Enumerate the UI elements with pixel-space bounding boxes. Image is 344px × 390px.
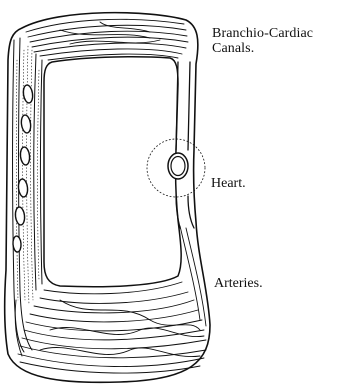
label-canals-line1: Branchio-Cardiac bbox=[212, 26, 313, 41]
inner-outline bbox=[44, 57, 181, 287]
label-arteries: Arteries. bbox=[214, 276, 263, 291]
label-canals-line2: Canals. bbox=[212, 41, 313, 56]
top-canals bbox=[26, 19, 188, 60]
label-branchio-cardiac-canals: Branchio-Cardiac Canals. bbox=[212, 26, 313, 56]
dorsal-vessel bbox=[176, 62, 194, 228]
label-heart: Heart. bbox=[211, 176, 246, 191]
